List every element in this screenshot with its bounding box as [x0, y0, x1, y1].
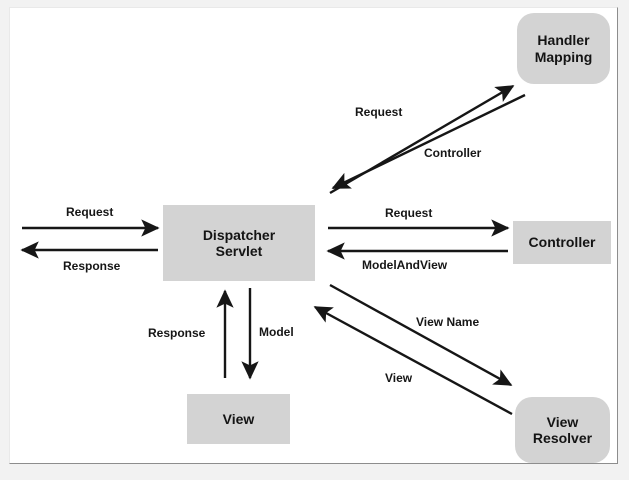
node-label-line1: View — [546, 413, 579, 430]
node-view[interactable]: View — [187, 394, 290, 444]
node-label-line2: Servlet — [215, 243, 263, 259]
lbl-ctl-modelandview: ModelAndView — [362, 258, 448, 272]
lbl-hm-controller: Controller — [424, 146, 482, 160]
node-label-line1: Controller — [528, 234, 596, 251]
lbl-out-response: Response — [63, 259, 121, 273]
node-controller[interactable]: Controller — [513, 221, 611, 264]
node-label-view: View — [223, 411, 255, 427]
node-label-line1: View — [222, 410, 255, 427]
node-label-line1: Dispatcher — [202, 226, 276, 243]
edge-vr-view — [313, 305, 513, 416]
node-label-line2: Mapping — [534, 48, 593, 65]
edge-hm-controller — [331, 93, 526, 190]
lbl-view-model: Model — [259, 325, 294, 339]
lbl-vr-viewname: View Name — [416, 315, 480, 329]
node-label-line1: Handler — [537, 32, 590, 49]
lbl-vr-view: View — [385, 371, 413, 385]
lbl-hm-request: Request — [355, 105, 403, 119]
lbl-in-request: Request — [66, 205, 114, 219]
lbl-view-response: Response — [148, 326, 206, 340]
node-label-controller: Controller — [529, 234, 596, 250]
node-label-line2: Resolver — [532, 430, 593, 446]
edge-vr-viewname — [329, 283, 513, 387]
lbl-ctl-request: Request — [385, 206, 433, 220]
